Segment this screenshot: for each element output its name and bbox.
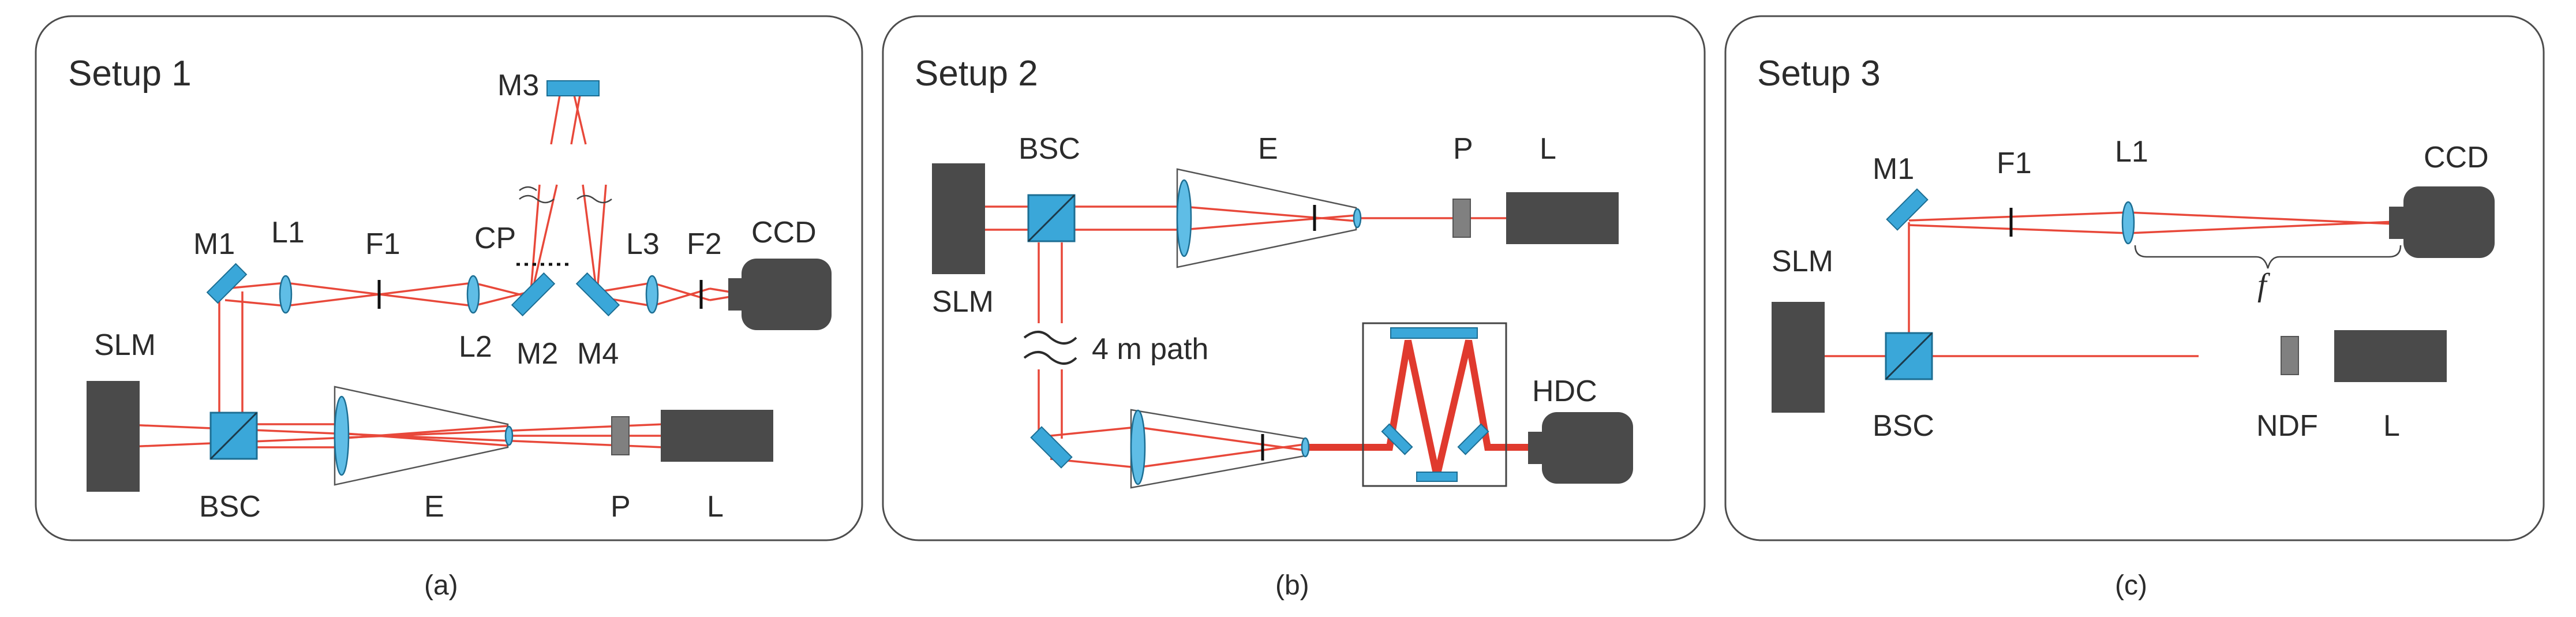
setup-1-mirror-m2 <box>511 272 556 317</box>
label-ccd: CCD <box>751 216 817 249</box>
label-ccd: CCD <box>2424 141 2489 174</box>
label-p: P <box>1453 132 1473 166</box>
setup-1-mirror-m1 <box>206 263 248 304</box>
setup-2-fold-mirror <box>1030 426 1073 469</box>
setup-3-beams <box>1804 211 2395 357</box>
label-l1: L1 <box>2115 135 2148 169</box>
panel-setup-3-caption: (c) <box>2115 570 2147 601</box>
setup-3-mirror-m1 <box>1886 188 1929 231</box>
label-f2: F2 <box>687 227 722 261</box>
panel-setup-3-title: Setup 3 <box>1757 54 1881 94</box>
label-l3: L3 <box>626 227 660 261</box>
label-m3: M3 <box>497 69 539 102</box>
setup-2-slm-device <box>932 163 985 274</box>
setup-1-laser-l <box>661 410 773 462</box>
setup-1-slm-device <box>87 381 140 492</box>
label-e: E <box>424 490 444 523</box>
setup-1-expander-e <box>334 386 514 486</box>
label-l2: L2 <box>459 330 492 364</box>
label-hdc: HDC <box>1532 375 1597 408</box>
setup-1-mirror-m4 <box>575 272 620 317</box>
label-l: L <box>2383 409 2400 443</box>
setup-3-laser-l <box>2334 330 2447 382</box>
setup-2-path-break-icon <box>1023 331 1077 365</box>
label-l: L <box>707 490 724 523</box>
setup-3-ndf <box>2281 336 2299 375</box>
label-slm: SLM <box>94 328 156 362</box>
label-ndf: NDF <box>2256 409 2318 443</box>
panel-setup-1-caption: (a) <box>424 570 458 601</box>
setup-2-delay-box <box>1362 322 1507 487</box>
label-4m-path: 4 m path <box>1092 332 1208 366</box>
label-bsc: BSC <box>199 490 261 523</box>
label-m1: M1 <box>193 227 235 261</box>
label-slm: SLM <box>1772 245 1833 278</box>
panel-setup-1: Setup 1 <box>35 15 863 601</box>
panel-setup-2-caption: (b) <box>1275 570 1309 601</box>
focal-length-brace <box>2134 245 2402 269</box>
setup-3-slm-device <box>1772 302 1825 413</box>
label-l: L <box>1540 132 1556 166</box>
setup-1-lens-l1 <box>279 275 293 314</box>
setup-2-hdc-camera <box>1528 412 1633 484</box>
label-p: P <box>611 490 631 523</box>
setup-3-bsc-cube <box>1885 332 1933 380</box>
setup-1-ccd-camera <box>728 259 832 330</box>
label-bsc: BSC <box>1873 409 1934 443</box>
setup-2-polarizer-p <box>1452 199 1471 238</box>
setup-2-laser-l <box>1506 192 1619 244</box>
label-f1: F1 <box>1997 147 2032 180</box>
panel-setup-2: Setup 2 <box>882 15 1706 601</box>
label-bsc: BSC <box>1019 132 1080 166</box>
label-m1: M1 <box>1873 152 1914 186</box>
label-cp: CP <box>474 222 516 255</box>
setup-1-polarizer-p <box>611 416 630 455</box>
label-f1: F1 <box>365 227 400 261</box>
setup-2-expander-lower <box>1130 409 1310 489</box>
label-l1: L1 <box>271 216 305 249</box>
panel-setup-3: Setup 3 <box>1724 15 2545 601</box>
setup-3-ccd-camera <box>2389 186 2495 258</box>
label-slm: SLM <box>932 285 994 319</box>
setup-1-lens-l3 <box>645 275 659 314</box>
setup-1-mirror-m3 <box>546 80 600 96</box>
setup-1-lens-l2 <box>466 275 480 314</box>
label-e: E <box>1258 132 1278 166</box>
label-m4: M4 <box>577 337 619 371</box>
setup-1-bsc-cube <box>209 412 258 460</box>
panel-setup-2-title: Setup 2 <box>915 54 1038 94</box>
panel-setup-2-frame <box>882 15 1706 541</box>
setup-2-bsc-cube <box>1027 194 1076 242</box>
setup-3-lens-l1 <box>2121 201 2135 245</box>
label-m2: M2 <box>516 337 558 371</box>
setup-1-wavefronts <box>519 186 612 204</box>
panel-setup-3-frame <box>1724 15 2545 541</box>
panel-setup-1-title: Setup 1 <box>68 54 192 94</box>
setup-2-expander-e <box>1176 168 1362 268</box>
